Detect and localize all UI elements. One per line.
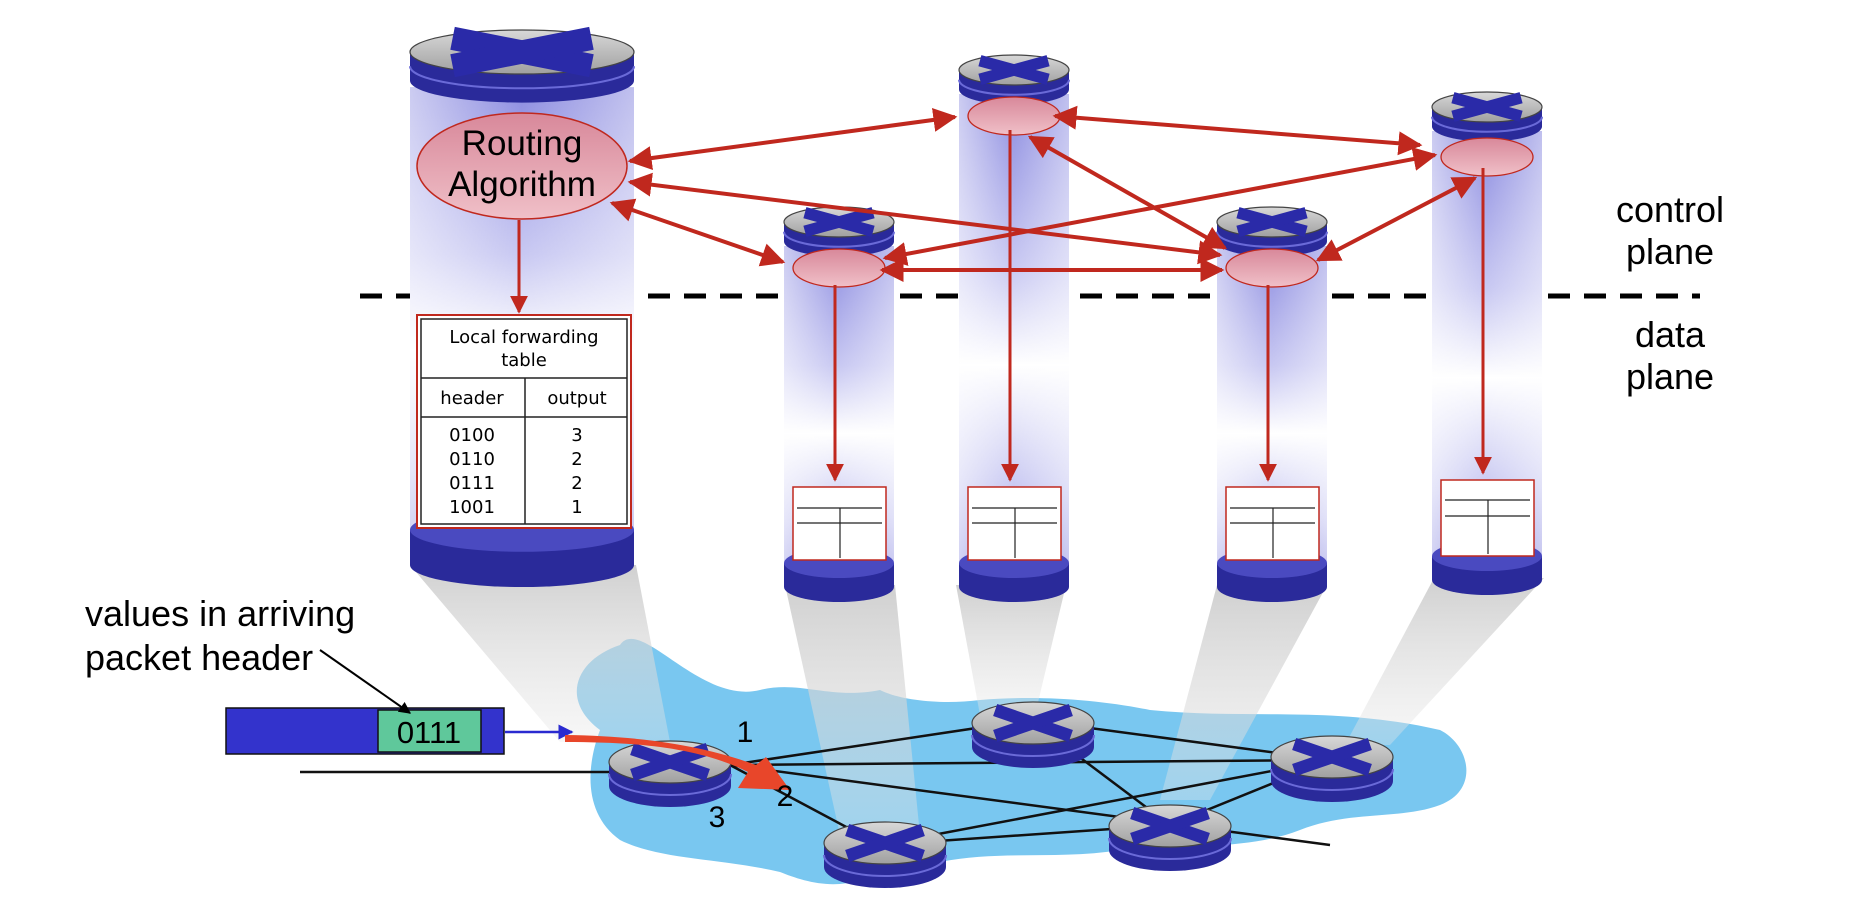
column-5-router-icon — [1431, 91, 1543, 142]
forwarding-table-header-cell: 0100 — [449, 425, 495, 446]
data-plane-label-1: data — [1635, 314, 1706, 355]
control-plane-label-2: plane — [1626, 231, 1714, 272]
control-agent-ellipse-5 — [1440, 137, 1534, 177]
router-arrows-icon — [1451, 92, 1523, 122]
network-router-2-icon — [971, 701, 1095, 768]
forwarding-table-output-cell: 1 — [571, 497, 582, 518]
control-plane-label-1: control — [1616, 189, 1724, 230]
column-main-router-icon — [409, 26, 635, 103]
network-router-3-icon — [823, 821, 947, 888]
local-forwarding-table: Local forwarding table header output 010… — [416, 314, 632, 529]
values-arriving-label-2: packet header — [85, 637, 313, 678]
forwarding-table-title-2: table — [501, 350, 547, 371]
network-router-5-icon — [1270, 735, 1394, 802]
control-plane-arrows — [609, 105, 1478, 282]
small-table-1 — [792, 486, 887, 561]
projection-beams — [410, 565, 1544, 835]
small-table-4 — [1440, 479, 1535, 557]
control-agent-ellipse-2 — [792, 248, 886, 288]
network-router-entry-icon — [608, 740, 732, 807]
routing-algorithm-label-1: Routing — [462, 124, 583, 163]
forwarding-table-col-output: output — [547, 388, 606, 409]
router-arrows-icon — [1292, 737, 1372, 777]
network-router-4-icon — [1108, 804, 1232, 871]
router-arrows-icon — [845, 823, 925, 863]
forwarding-table-title-1: Local forwarding — [449, 327, 598, 348]
arriving-packet: 0111 — [225, 707, 574, 755]
forwarding-table-rows: 0100 3 0110 2 0111 2 1001 1 — [449, 425, 583, 518]
forwarding-table-header-cell: 1001 — [449, 497, 495, 518]
port-label-2: 2 — [777, 780, 794, 813]
port-label-1: 1 — [737, 716, 754, 749]
forwarding-table-col-header: header — [440, 388, 504, 409]
forwarding-arrow — [565, 735, 790, 790]
small-table-2 — [967, 486, 1062, 561]
router-arrows-icon — [450, 26, 594, 78]
values-arriving-label-1: values in arriving — [85, 593, 355, 634]
small-forwarding-tables — [792, 479, 1535, 561]
router-arrows-icon — [978, 55, 1050, 85]
network-routers — [608, 701, 1394, 888]
forwarding-table-header-cell: 0110 — [449, 449, 495, 470]
table-update-arrows — [510, 130, 1492, 482]
port-label-3: 3 — [709, 801, 726, 834]
control-agent-ellipse-4 — [1225, 248, 1319, 288]
router-arrows-icon — [993, 703, 1073, 743]
small-table-3 — [1225, 486, 1320, 561]
forwarding-table-header-cell: 0111 — [449, 473, 495, 494]
routing-algorithm-ellipse — [416, 112, 628, 220]
routing-algorithm-label-2: Algorithm — [448, 165, 596, 204]
forwarding-table-output-cell: 3 — [571, 425, 582, 446]
data-plane-label-2: plane — [1626, 356, 1714, 397]
router-arrows-icon — [1130, 806, 1210, 846]
forwarding-table-output-cell: 2 — [571, 449, 582, 470]
control-agent-ellipse-3 — [967, 96, 1061, 136]
packet-header-value: 0111 — [397, 715, 461, 750]
header-pointer-line — [319, 649, 411, 714]
forwarding-table-output-cell: 2 — [571, 473, 582, 494]
column-3-router-icon — [958, 54, 1070, 105]
